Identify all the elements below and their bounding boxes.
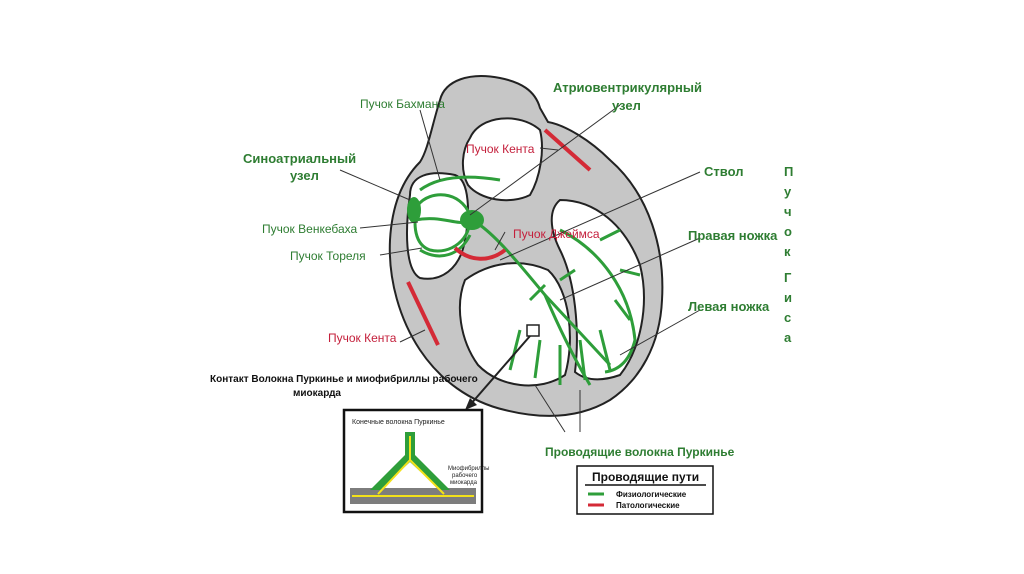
his-letter: к [784,244,791,259]
sa-node [407,197,421,223]
bachmann-path [419,175,501,192]
his-letter: ч [784,204,792,219]
his-trunk [479,223,612,367]
label-james: Пучок Джеймса [513,227,600,241]
his-bundle-vertical-label: П у ч о к Г и с а [784,164,793,345]
label-left-branch: Левая ножка [688,299,770,314]
purkinje-fibers [508,228,641,385]
label-sa-node-2: узел [290,168,319,183]
legend-physiological: Физиологические [616,490,687,499]
label-kent-left: Пучок Кента [328,331,397,345]
label-sa-node-1: Синоатриальный [243,151,356,166]
legend-pathological: Патологические [616,501,680,510]
thorel-path [419,234,472,258]
inset-caption-2: миокарда [293,388,341,399]
atrial-loop [413,193,472,253]
label-wenckebach: Пучок Венкебаха [262,222,358,236]
inset-arrowhead [465,398,477,410]
label-kent-top: Пучок Кента [466,142,535,156]
left-ventricle [550,198,645,381]
his-letter: а [784,330,792,345]
legend-title: Проводящие пути [592,470,699,484]
left-atrium [462,117,543,202]
kent-bundle-left [406,281,440,346]
inset-caption-1: Контакт Волокна Пуркинье и миофибриллы р… [210,373,478,385]
his-letter: с [784,310,791,325]
his-letter: у [784,184,792,199]
physiological-pathways [413,175,641,386]
pathological-pathways [406,128,592,346]
james-bundle [453,246,507,261]
inset-marker [526,324,540,337]
inset-arrow [469,335,531,406]
label-av-node-1: Атриовентрикулярный [553,80,702,95]
label-thorel: Пучок Тореля [290,249,366,263]
label-av-node-2: узел [612,98,641,113]
his-letter: Г [784,270,792,285]
leader-lines [339,104,701,433]
av-node [460,210,484,230]
label-right-branch: Правая ножка [688,228,778,243]
inset-side-3: миокарда [450,480,478,486]
inset-side-1: Миофибриллы [448,466,489,472]
inset-yellow-paths [352,436,474,497]
label-trunk: Ствол [704,164,743,179]
inset-top-label: Конечные волокна Пуркинье [352,419,445,426]
kent-bundle-top [543,128,592,172]
his-letter: П [784,164,793,179]
label-bachmann: Пучок Бахмана [360,97,445,111]
left-branch [559,228,637,374]
his-letter: о [784,224,792,239]
label-purkinje: Проводящие волокна Пуркинье [545,445,735,459]
his-letter: и [784,290,792,305]
inset-side-2: рабочего [452,473,478,479]
